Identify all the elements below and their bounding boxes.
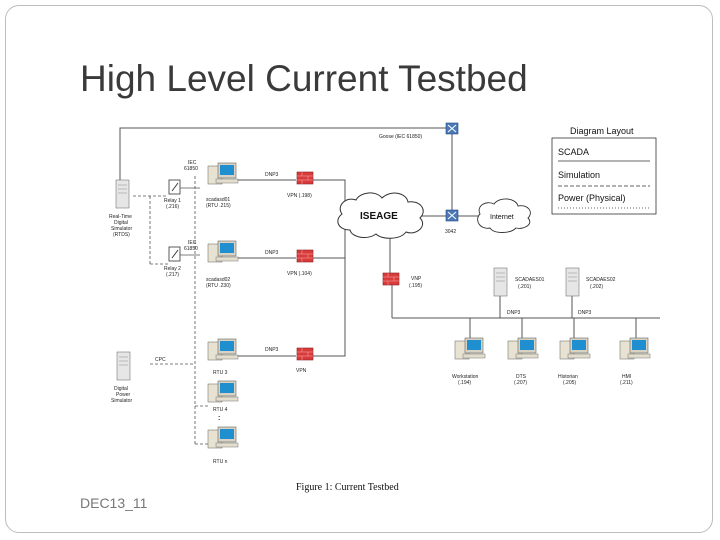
legend-power: Power (Physical) bbox=[558, 193, 626, 203]
relay-1: Relay 1 (.216) IEC 61850 bbox=[164, 160, 198, 210]
svg-text:Goose (IEC 61850): Goose (IEC 61850) bbox=[379, 134, 422, 140]
relay-2-label: Relay 2 bbox=[164, 266, 181, 272]
vnp-firewall: VNP (.195) bbox=[382, 272, 422, 289]
svg-text:(RTDS): (RTDS) bbox=[113, 232, 130, 238]
relay-1-ip: (.216) bbox=[166, 204, 179, 210]
iec-1-std: 61850 bbox=[184, 166, 198, 172]
svg-text:3042: 3042 bbox=[445, 229, 456, 235]
svg-text:Internet: Internet bbox=[490, 214, 514, 221]
iec-1-label: IEC bbox=[188, 160, 197, 166]
svg-text:(.195): (.195) bbox=[409, 283, 422, 289]
scadaes01-server: SCADAES01 (.201) bbox=[493, 267, 545, 297]
ellipsis: : bbox=[218, 415, 220, 422]
legend-scada: SCADA bbox=[558, 147, 589, 157]
svg-text:Historian: Historian bbox=[558, 374, 578, 380]
slide-title: High Level Current Testbed bbox=[80, 58, 528, 99]
iec-2-std: 61850 bbox=[184, 246, 198, 252]
svg-text:Real-Time: Real-Time bbox=[109, 214, 132, 220]
internet-cloud: Internet bbox=[477, 198, 531, 233]
svg-text:(.211): (.211) bbox=[620, 380, 633, 386]
svg-text:scadasd02: scadasd02 bbox=[206, 277, 230, 283]
svg-text:(.207): (.207) bbox=[514, 380, 527, 386]
svg-text:DNP3: DNP3 bbox=[265, 347, 279, 353]
svg-text:DNP3: DNP3 bbox=[507, 310, 521, 316]
iseage-links bbox=[313, 179, 478, 357]
slide-frame bbox=[5, 5, 713, 533]
iseage-cloud: ISEAGE bbox=[337, 192, 424, 239]
svg-text:SCADAES02: SCADAES02 bbox=[586, 277, 616, 283]
svg-text:(.205): (.205) bbox=[563, 380, 576, 386]
svg-text:DTS: DTS bbox=[516, 374, 527, 380]
svg-text:DNP3: DNP3 bbox=[265, 172, 279, 178]
svg-text:DNP3: DNP3 bbox=[265, 250, 279, 256]
svg-text:RTU 4: RTU 4 bbox=[213, 407, 228, 413]
cpc-label: CPC bbox=[155, 357, 166, 363]
svg-text:RTU 3: RTU 3 bbox=[213, 370, 228, 376]
diagram-legend: Diagram Layout SCADA Simulation Power (P… bbox=[551, 126, 657, 215]
rtu4-pc: RTU 4 bbox=[207, 380, 239, 413]
svg-text:Workstation: Workstation bbox=[452, 374, 479, 380]
dnp-links: DNP3 DNP3 DNP3 bbox=[238, 172, 296, 357]
svg-text:Simulator: Simulator bbox=[111, 398, 132, 404]
svg-text:ISEAGE: ISEAGE bbox=[360, 211, 398, 222]
rtds-server: Real-Time Digital Simulator (RTDS) bbox=[109, 179, 132, 238]
svg-text:VNP: VNP bbox=[411, 276, 422, 282]
scadasd01-pc: scadasd01 (RTU .215) bbox=[206, 162, 239, 209]
iseage-switch: 3042 bbox=[445, 209, 459, 235]
historian-pc: Historian (.205) bbox=[558, 337, 591, 386]
iec-2-label: IEC bbox=[188, 240, 197, 246]
scadaes02-server: SCADAES02 (.202) bbox=[565, 267, 616, 297]
slide-footer: DEC13_11 bbox=[80, 495, 148, 511]
svg-text:RTU n: RTU n bbox=[213, 459, 228, 465]
relay-2: Relay 2 (.217) IEC 61850 bbox=[164, 240, 198, 278]
svg-text:VPN (.104): VPN (.104) bbox=[287, 271, 312, 277]
svg-text:HMI: HMI bbox=[622, 374, 631, 380]
svg-text:VPN: VPN bbox=[296, 368, 307, 374]
workstation-pc: Workstation (.194) bbox=[452, 337, 486, 386]
goose-switch: Goose (IEC 61850) bbox=[379, 122, 459, 140]
svg-text:(RTU .230): (RTU .230) bbox=[206, 283, 231, 289]
relay-1-label: Relay 1 bbox=[164, 198, 181, 204]
svg-text:Simulator: Simulator bbox=[111, 226, 132, 232]
svg-text:VPN (.198): VPN (.198) bbox=[287, 193, 312, 199]
scadasd02-pc: scadasd02 (RTU .230) bbox=[206, 240, 239, 289]
svg-text:(.202): (.202) bbox=[590, 284, 603, 290]
rtun-pc: RTU n bbox=[207, 426, 239, 465]
vpn-firewall-2: VPN (.104) bbox=[287, 249, 314, 277]
svg-text:(RTU .215): (RTU .215) bbox=[206, 203, 231, 209]
legend-title: Diagram Layout bbox=[570, 126, 634, 136]
svg-text:SCADAES01: SCADAES01 bbox=[515, 277, 545, 283]
svg-text:(.194): (.194) bbox=[458, 380, 471, 386]
legend-simulation: Simulation bbox=[558, 170, 600, 180]
svg-text:Power: Power bbox=[116, 392, 131, 398]
dts-pc: DTS (.207) bbox=[507, 337, 539, 386]
digital-power-simulator: Digital Power Simulator bbox=[111, 351, 132, 404]
svg-text:DNP3: DNP3 bbox=[578, 310, 592, 316]
control-center-bus: DNP3 DNP3 bbox=[392, 296, 660, 340]
svg-text:scadasd01: scadasd01 bbox=[206, 197, 230, 203]
goose-bus bbox=[119, 127, 453, 212]
svg-text:Digital: Digital bbox=[114, 220, 128, 226]
simulation-links bbox=[133, 176, 210, 445]
rtu3-pc: RTU 3 bbox=[207, 338, 239, 376]
hmi-pc: HMI (.211) bbox=[619, 337, 651, 386]
relay-2-ip: (.217) bbox=[166, 272, 179, 278]
svg-text:Digital: Digital bbox=[114, 386, 128, 392]
vpn-firewall-1: VPN (.198) bbox=[287, 171, 314, 199]
svg-text:(.201): (.201) bbox=[518, 284, 531, 290]
figure-caption: Figure 1: Current Testbed bbox=[296, 482, 399, 493]
vpn-firewall-3: VPN bbox=[296, 347, 314, 374]
